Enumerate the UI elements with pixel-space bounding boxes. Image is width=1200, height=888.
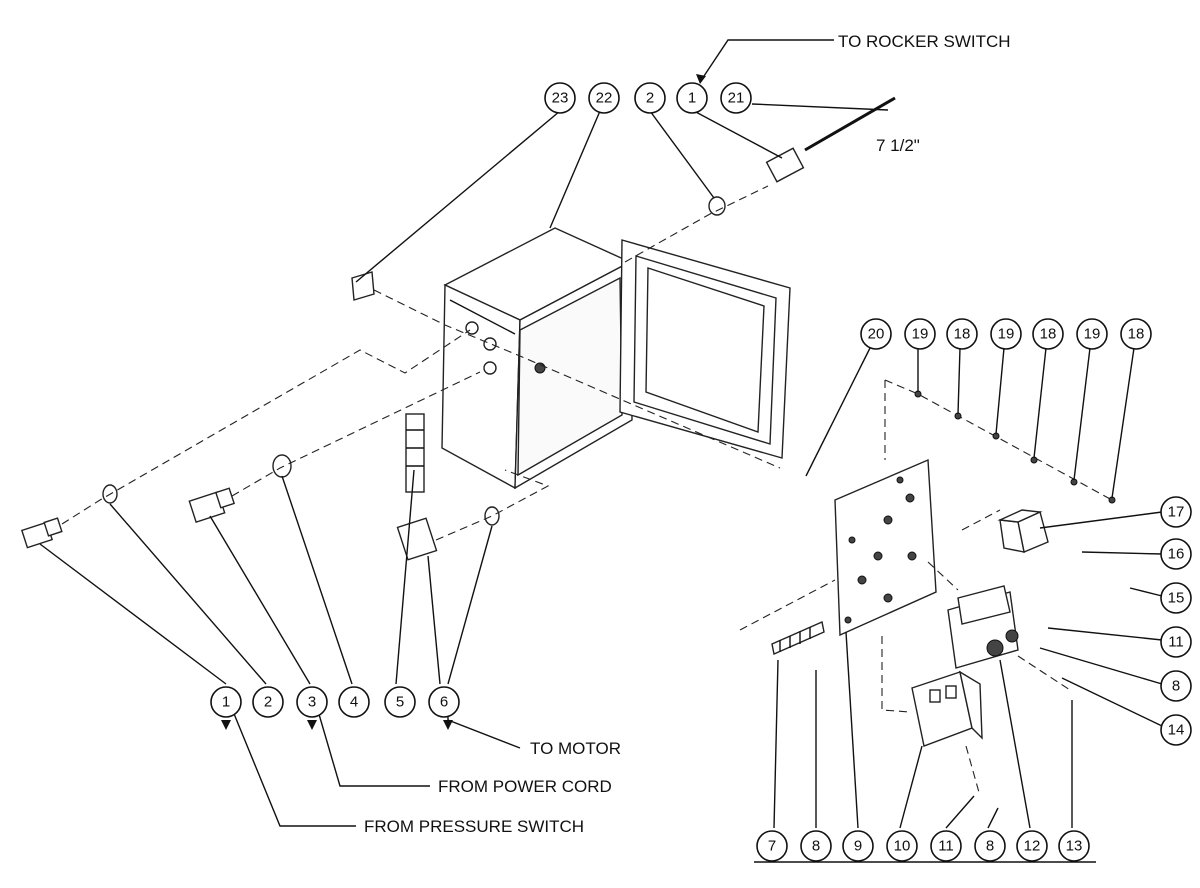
svg-text:8: 8 bbox=[1172, 678, 1180, 695]
svg-text:9: 9 bbox=[854, 838, 862, 855]
svg-text:17: 17 bbox=[1168, 504, 1185, 521]
svg-text:13: 13 bbox=[1066, 838, 1083, 855]
svg-text:19: 19 bbox=[998, 326, 1015, 343]
svg-text:18: 18 bbox=[954, 326, 971, 343]
svg-text:11: 11 bbox=[1168, 634, 1184, 651]
balloon-8-bottom-b: 8 bbox=[974, 830, 1006, 862]
balloon-11-bottom: 11 bbox=[930, 830, 962, 862]
svg-text:20: 20 bbox=[868, 326, 885, 343]
balloon-1-bottom: 1 bbox=[210, 686, 242, 718]
svg-text:15: 15 bbox=[1168, 590, 1185, 607]
balloon-14: 14 bbox=[1160, 714, 1192, 746]
balloon-20: 20 bbox=[860, 318, 892, 350]
svg-text:2: 2 bbox=[264, 694, 272, 711]
balloon-9: 9 bbox=[842, 830, 874, 862]
svg-text:7: 7 bbox=[768, 838, 776, 855]
callout-from-pressure-switch: FROM PRESSURE SWITCH bbox=[364, 817, 584, 836]
balloon-21: 21 bbox=[720, 82, 752, 114]
arrowheads bbox=[221, 74, 706, 730]
balloon-10: 10 bbox=[886, 830, 918, 862]
terminal-strip bbox=[771, 621, 825, 655]
balloon-7: 7 bbox=[756, 830, 788, 862]
svg-text:1: 1 bbox=[688, 90, 696, 107]
svg-text:21: 21 bbox=[728, 90, 745, 107]
svg-text:19: 19 bbox=[912, 326, 929, 343]
balloon-2-top: 2 bbox=[634, 82, 666, 114]
callout-from-power-cord: FROM POWER CORD bbox=[438, 777, 612, 796]
svg-text:11: 11 bbox=[938, 838, 954, 855]
callout-to-motor: TO MOTOR bbox=[530, 739, 621, 758]
assembly-lines bbox=[61, 185, 1113, 797]
svg-text:12: 12 bbox=[1024, 838, 1041, 855]
motor-connector bbox=[396, 506, 500, 561]
balloon-5: 5 bbox=[384, 686, 416, 718]
svg-text:2: 2 bbox=[646, 90, 654, 107]
svg-text:19: 19 bbox=[1084, 326, 1101, 343]
callout-wire-length: 7 1/2" bbox=[876, 136, 920, 155]
balloon-11-right: 11 bbox=[1160, 626, 1192, 658]
balloon-6: 6 bbox=[428, 686, 460, 718]
svg-text:3: 3 bbox=[308, 694, 316, 711]
svg-text:16: 16 bbox=[1168, 546, 1185, 563]
strain-relief-fitting-power bbox=[188, 487, 236, 523]
balloon-23: 23 bbox=[544, 82, 576, 114]
svg-text:4: 4 bbox=[350, 694, 358, 711]
rocker-switch-fitting bbox=[708, 96, 896, 216]
contactor bbox=[911, 670, 983, 747]
svg-text:1: 1 bbox=[222, 694, 230, 711]
balloon-15: 15 bbox=[1160, 582, 1192, 614]
svg-text:8: 8 bbox=[986, 838, 994, 855]
svg-text:10: 10 bbox=[894, 838, 911, 855]
balloon-1-top: 1 bbox=[676, 82, 708, 114]
balloon-22: 22 bbox=[588, 82, 620, 114]
balloon-18-a: 18 bbox=[946, 318, 978, 350]
leader-lines bbox=[39, 39, 1163, 863]
balloon-19-a: 19 bbox=[904, 318, 936, 350]
enclosure-lid bbox=[619, 239, 791, 459]
svg-text:14: 14 bbox=[1168, 722, 1185, 739]
balloon-19-b: 19 bbox=[990, 318, 1022, 350]
strain-relief-fitting-left bbox=[20, 517, 63, 549]
balloon-18-c: 18 bbox=[1120, 318, 1152, 350]
balloon-17: 17 bbox=[1160, 496, 1192, 528]
relay-block bbox=[997, 509, 1049, 553]
balloon-4: 4 bbox=[338, 686, 370, 718]
svg-text:8: 8 bbox=[812, 838, 820, 855]
balloon-13: 13 bbox=[1058, 830, 1090, 862]
conduit-spring bbox=[405, 413, 425, 493]
balloon-2-bottom: 2 bbox=[252, 686, 284, 718]
balloon-19-c: 19 bbox=[1076, 318, 1108, 350]
svg-text:22: 22 bbox=[596, 90, 613, 107]
lock-nut-power bbox=[272, 454, 292, 478]
balloon-16: 16 bbox=[1160, 538, 1192, 570]
svg-text:18: 18 bbox=[1040, 326, 1057, 343]
balloon-3: 3 bbox=[296, 686, 328, 718]
svg-text:18: 18 bbox=[1128, 326, 1145, 343]
svg-text:23: 23 bbox=[552, 90, 569, 107]
svg-text:6: 6 bbox=[440, 694, 448, 711]
transformer bbox=[947, 585, 1019, 669]
fastener-dots bbox=[914, 347, 1135, 504]
enclosure-body bbox=[441, 227, 633, 490]
mounting-plate bbox=[834, 458, 937, 637]
balloon-8-right: 8 bbox=[1160, 670, 1192, 702]
balloon-18-b: 18 bbox=[1032, 318, 1064, 350]
balloon-12: 12 bbox=[1016, 830, 1048, 862]
balloon-8-bottom-a: 8 bbox=[800, 830, 832, 862]
svg-text:5: 5 bbox=[396, 694, 404, 711]
callout-to-rocker-switch: TO ROCKER SWITCH bbox=[838, 32, 1011, 51]
